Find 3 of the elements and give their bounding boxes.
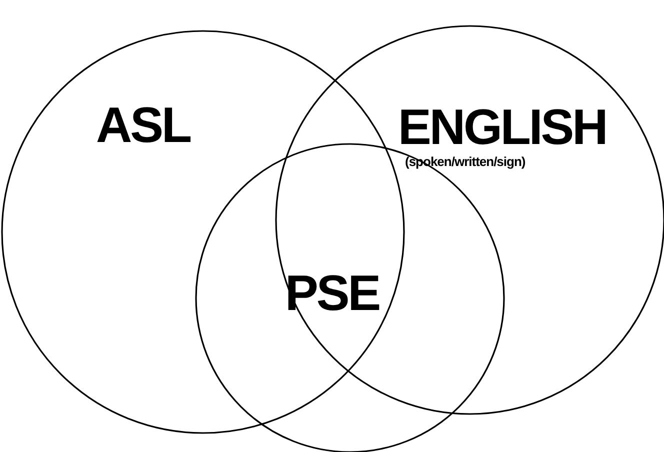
circle-label: ENGLISH [398, 102, 606, 152]
circle-label: ASL [96, 100, 190, 150]
circle-label: PSE [285, 268, 380, 318]
